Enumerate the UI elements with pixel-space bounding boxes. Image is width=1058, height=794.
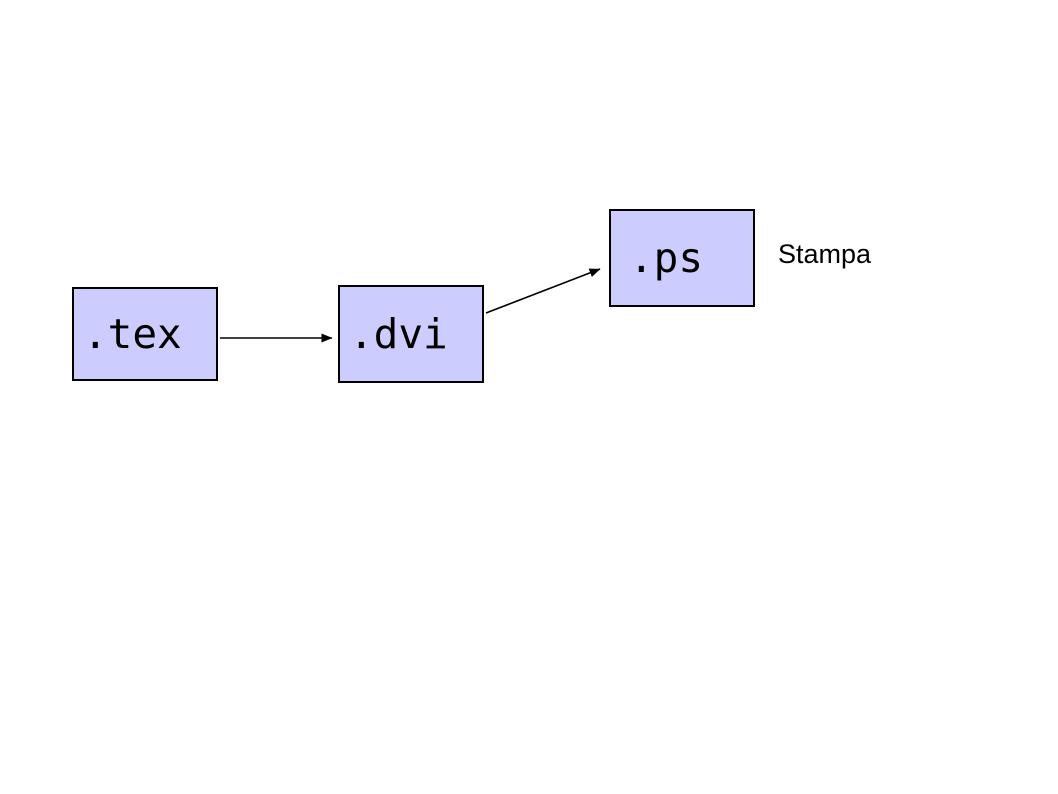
node-tex-label: .tex xyxy=(83,309,182,358)
node-ps-label: .ps xyxy=(629,233,704,282)
annotation-stampa: Stampa xyxy=(778,239,872,269)
node-ps[interactable]: .ps xyxy=(609,209,755,307)
node-dvi-label: .dvi xyxy=(349,309,448,358)
edge-dvi-to-ps xyxy=(485,268,601,314)
node-tex[interactable]: .tex xyxy=(72,287,218,381)
node-dvi[interactable]: .dvi xyxy=(338,285,484,383)
